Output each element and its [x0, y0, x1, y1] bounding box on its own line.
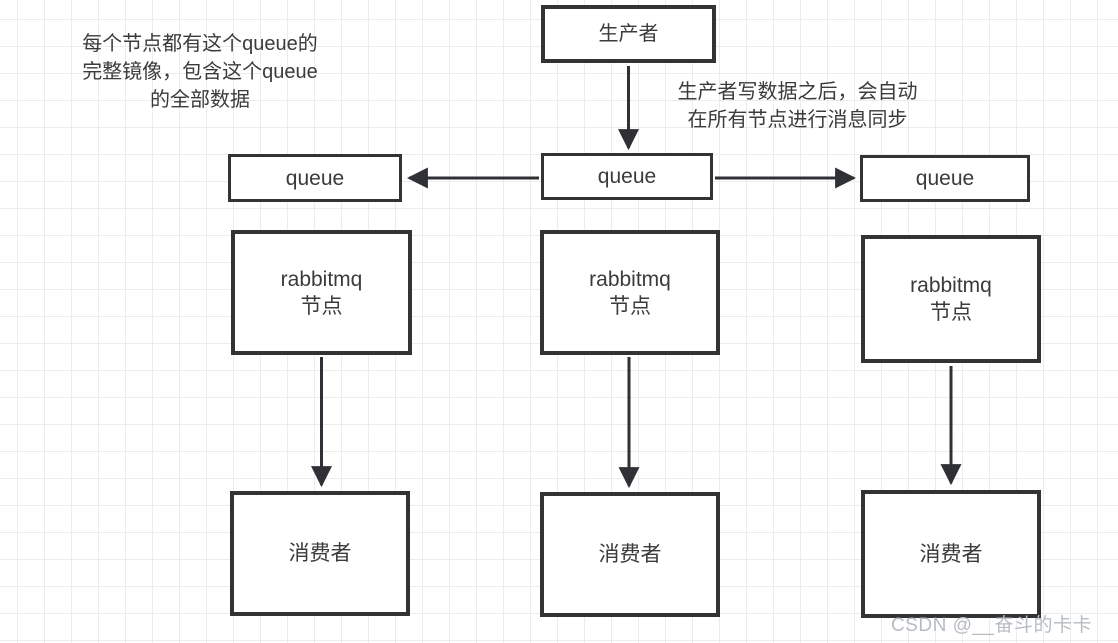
- csdn-watermark: CSDN @__奋斗的卡卡: [890, 615, 1092, 636]
- queue-label: queue: [285, 166, 345, 190]
- rabbitmq-node-label-line1: rabbitmq: [280, 267, 363, 291]
- note-mirror-explanation: 每个节点都有这个queue的 完整镜像，包含这个queue 的全部数据: [40, 30, 360, 114]
- producer-box: 生产者: [541, 5, 716, 63]
- rabbitmq-node-box-center: rabbitmq 节点: [540, 230, 720, 355]
- consumer-box-left: 消费者: [230, 491, 410, 616]
- rabbitmq-node-label-line2: 节点: [300, 294, 343, 318]
- note-line: 生产者写数据之后，会自动: [677, 81, 918, 103]
- note-line: 每个节点都有这个queue的: [82, 33, 318, 55]
- rabbitmq-node-label-line2: 节点: [930, 301, 972, 324]
- consumer-box-center: 消费者: [540, 492, 720, 617]
- rabbitmq-node-label-line2: 节点: [609, 294, 651, 318]
- note-line: 在所有节点进行消息同步: [687, 109, 908, 131]
- queue-label: queue: [915, 167, 975, 190]
- note-line: 的全部数据: [150, 89, 250, 111]
- note-sync-explanation: 生产者写数据之后，会自动 在所有节点进行消息同步: [645, 78, 950, 134]
- producer-label: 生产者: [598, 22, 659, 45]
- rabbitmq-node-box-right: rabbitmq 节点: [861, 235, 1041, 363]
- consumer-label: 消费者: [288, 542, 352, 565]
- queue-label: queue: [597, 165, 657, 188]
- queue-box-center: queue: [541, 153, 713, 200]
- queue-box-left: queue: [228, 154, 402, 202]
- rabbitmq-node-label-line1: rabbitmq: [589, 267, 671, 291]
- rabbitmq-node-label-line1: rabbitmq: [910, 274, 992, 297]
- note-line: 完整镜像，包含这个queue: [82, 61, 318, 83]
- consumer-label: 消费者: [919, 542, 983, 566]
- consumer-label: 消费者: [598, 543, 662, 566]
- rabbitmq-node-box-left: rabbitmq 节点: [231, 230, 412, 355]
- consumer-box-right: 消费者: [861, 490, 1041, 618]
- queue-box-right: queue: [860, 155, 1030, 202]
